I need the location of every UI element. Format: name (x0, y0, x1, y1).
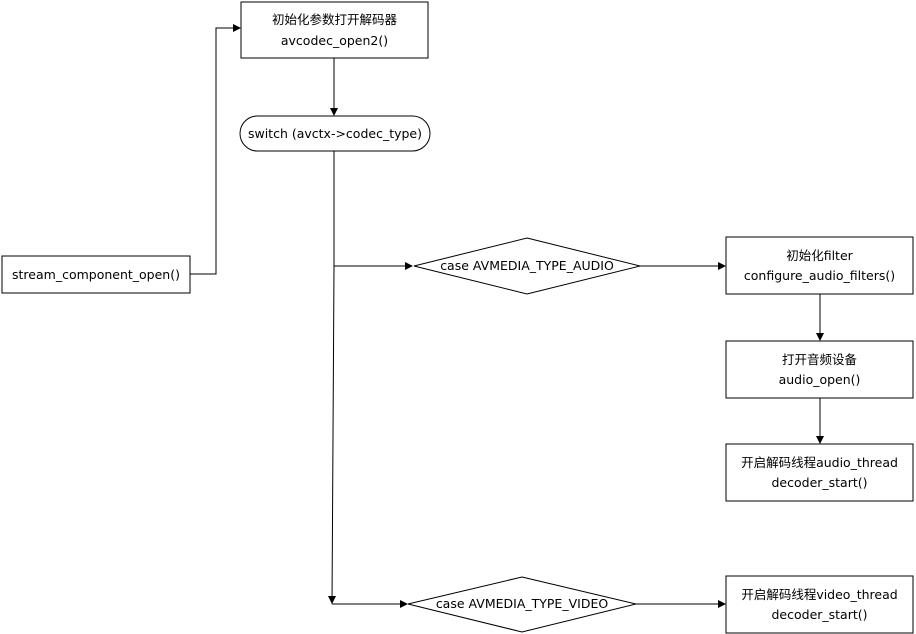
node-stream-component-open-label: stream_component_open() (12, 267, 180, 282)
node-case-audio-label: case AVMEDIA_TYPE_AUDIO (440, 258, 614, 273)
node-init-filter: 初始化filter configure_audio_filters() (725, 236, 914, 295)
node-start-audio-thread-line1: 开启解码线程audio_thread (741, 455, 898, 470)
node-init-open-codec: 初始化参数打开解码器 avcodec_open2() (240, 1, 429, 59)
node-case-video: case AVMEDIA_TYPE_VIDEO (407, 576, 637, 633)
node-open-audio-device-line1: 打开音频设备 (782, 352, 858, 367)
node-init-filter-line2: configure_audio_filters() (744, 268, 895, 283)
edge-open-to-init (190, 27, 234, 275)
node-init-filter-line1: 初始化filter (786, 248, 853, 263)
arrowhead-trunk-bottom (328, 596, 336, 604)
node-start-video-thread-line2: decoder_start() (771, 607, 867, 622)
arrowhead-device-to-audio-thread (816, 436, 824, 444)
node-start-video-thread-line1: 开启解码线程video_thread (741, 587, 897, 602)
edges (190, 24, 824, 608)
arrowhead-open-to-init (233, 24, 241, 32)
node-start-video-thread: 开启解码线程video_thread decoder_start() (725, 575, 914, 634)
arrowhead-to-case-audio (405, 262, 413, 270)
node-switch-codec-type-label: switch (avctx->codec_type) (248, 126, 422, 141)
node-init-open-codec-line1: 初始化参数打开解码器 (272, 12, 398, 27)
node-switch-codec-type: switch (avctx->codec_type) (239, 115, 431, 152)
node-stream-component-open: stream_component_open() (1, 255, 191, 294)
arrowhead-init-to-switch (330, 108, 338, 116)
node-open-audio-device: 打开音频设备 audio_open() (725, 340, 914, 399)
arrowhead-audio-to-filter (718, 262, 726, 270)
node-init-open-codec-line2: avcodec_open2() (281, 33, 388, 48)
node-start-audio-thread: 开启解码线程audio_thread decoder_start() (725, 443, 914, 502)
edge-switch-trunk (331, 151, 335, 605)
node-case-video-label: case AVMEDIA_TYPE_VIDEO (436, 596, 609, 611)
arrowhead-filter-to-device (816, 333, 824, 341)
node-open-audio-device-line2: audio_open() (779, 372, 861, 387)
node-start-audio-thread-line2: decoder_start() (771, 475, 867, 490)
arrowhead-video-to-thread (718, 600, 726, 608)
node-case-audio: case AVMEDIA_TYPE_AUDIO (413, 237, 641, 295)
arrowhead-to-case-video (400, 600, 408, 608)
